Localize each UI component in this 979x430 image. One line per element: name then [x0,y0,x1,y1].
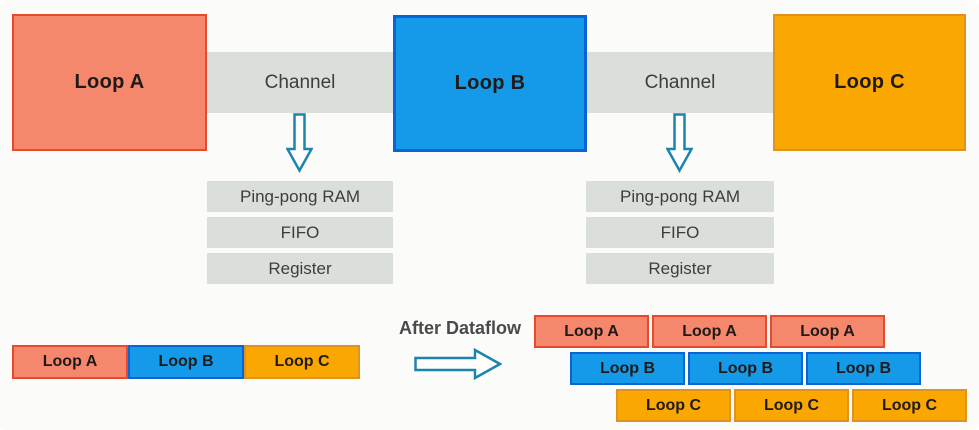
down-arrow-icon [666,113,693,173]
loop-a-box: Loop A [12,14,207,151]
timeline-bar-loop-a: Loop A [12,345,128,379]
loop-b-box: Loop B [393,15,587,152]
pipeline-bar-loop-c: Loop C [852,389,967,422]
loop-a-label: Loop A [74,71,145,93]
channel-1-label: Channel [264,71,336,93]
loop-c-box: Loop C [773,14,966,151]
down-arrow-icon [286,113,313,173]
channel-box-1: Channel [207,52,393,113]
channel-box-2: Channel [587,52,773,113]
pipeline-bar-loop-c: Loop C [734,389,849,422]
channel-impl-register: Register [207,253,393,284]
loop-c-label: Loop C [834,71,905,93]
after-dataflow-label: After Dataflow [398,318,521,338]
channel-impl-fifo: FIFO [586,217,774,248]
before-dataflow-timeline: Loop A Loop B Loop C [12,345,360,379]
channel-impl-stack-2: Ping-pong RAM FIFO Register [586,181,774,284]
pipeline-bar-loop-c: Loop C [616,389,731,422]
pipeline-bar-loop-b: Loop B [806,352,921,385]
channel-2-label: Channel [644,71,716,93]
loop-b-label: Loop B [454,72,526,94]
pipeline-bar-loop-a: Loop A [534,315,649,348]
pipeline-bar-loop-b: Loop B [688,352,803,385]
channel-impl-pingpong-ram: Ping-pong RAM [586,181,774,212]
after-row-loop-c: Loop C Loop C Loop C [616,389,967,422]
right-arrow-icon [414,348,502,380]
timeline-bar-loop-b: Loop B [128,345,244,379]
pipeline-bar-loop-a: Loop A [652,315,767,348]
after-row-loop-b: Loop B Loop B Loop B [570,352,921,385]
channel-impl-register: Register [586,253,774,284]
channel-impl-pingpong-ram: Ping-pong RAM [207,181,393,212]
timeline-bar-loop-c: Loop C [244,345,360,379]
pipeline-bar-loop-a: Loop A [770,315,885,348]
after-row-loop-a: Loop A Loop A Loop A [534,315,885,348]
channel-impl-fifo: FIFO [207,217,393,248]
pipeline-bar-loop-b: Loop B [570,352,685,385]
channel-impl-stack-1: Ping-pong RAM FIFO Register [207,181,393,284]
